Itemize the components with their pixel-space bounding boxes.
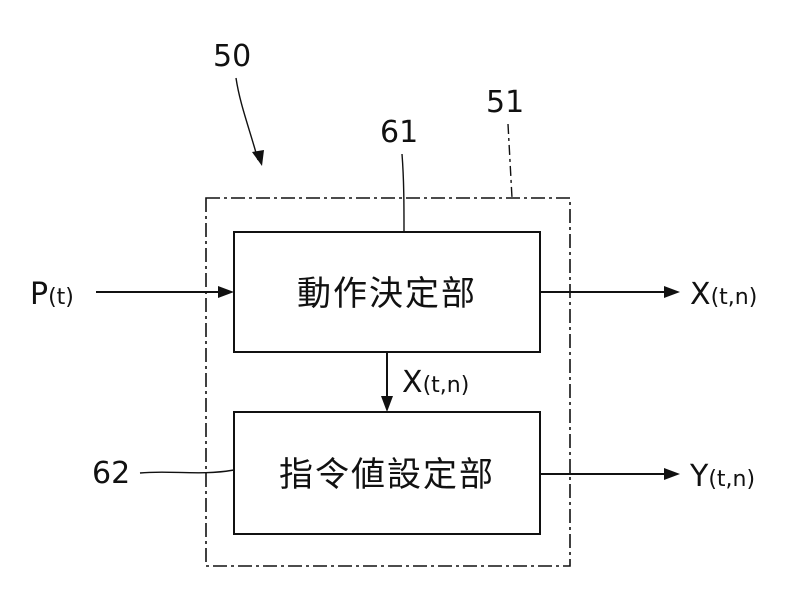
internal-x-label: X(t,n) [402,365,469,400]
internal-x-main: X [402,365,423,400]
command-value-setting-label: 指令値設定部 [279,455,495,495]
ref-label-51: 51 [486,85,524,120]
output-y-label: Y(t,n) [689,459,755,494]
input-signal-main: P [30,277,48,312]
ref-label-50: 50 [213,39,251,74]
output-x-label: X(t,n) [690,277,757,312]
motion-determination-label: 動作決定部 [297,274,477,314]
output-y-main: Y [689,459,709,494]
leader-line-51 [508,124,512,198]
leader-line-62 [140,470,234,473]
output-x-arrowhead [664,286,680,298]
ref-label-62: 62 [92,456,130,491]
output-x-main: X [690,277,711,312]
leader-line-61 [402,154,404,232]
output-x-arg: (t,n) [711,285,758,310]
output-y-arrowhead [664,468,680,480]
internal-x-arg: (t,n) [423,373,470,398]
arrowhead-50 [252,150,264,166]
leader-line-50 [236,78,258,160]
input-signal-label: P(t) [30,277,74,312]
input-signal-arg: (t) [48,285,74,310]
output-y-arg: (t,n) [708,467,755,492]
input-arrowhead [218,286,234,298]
ref-label-61: 61 [380,115,418,150]
internal-x-arrowhead [381,396,393,412]
